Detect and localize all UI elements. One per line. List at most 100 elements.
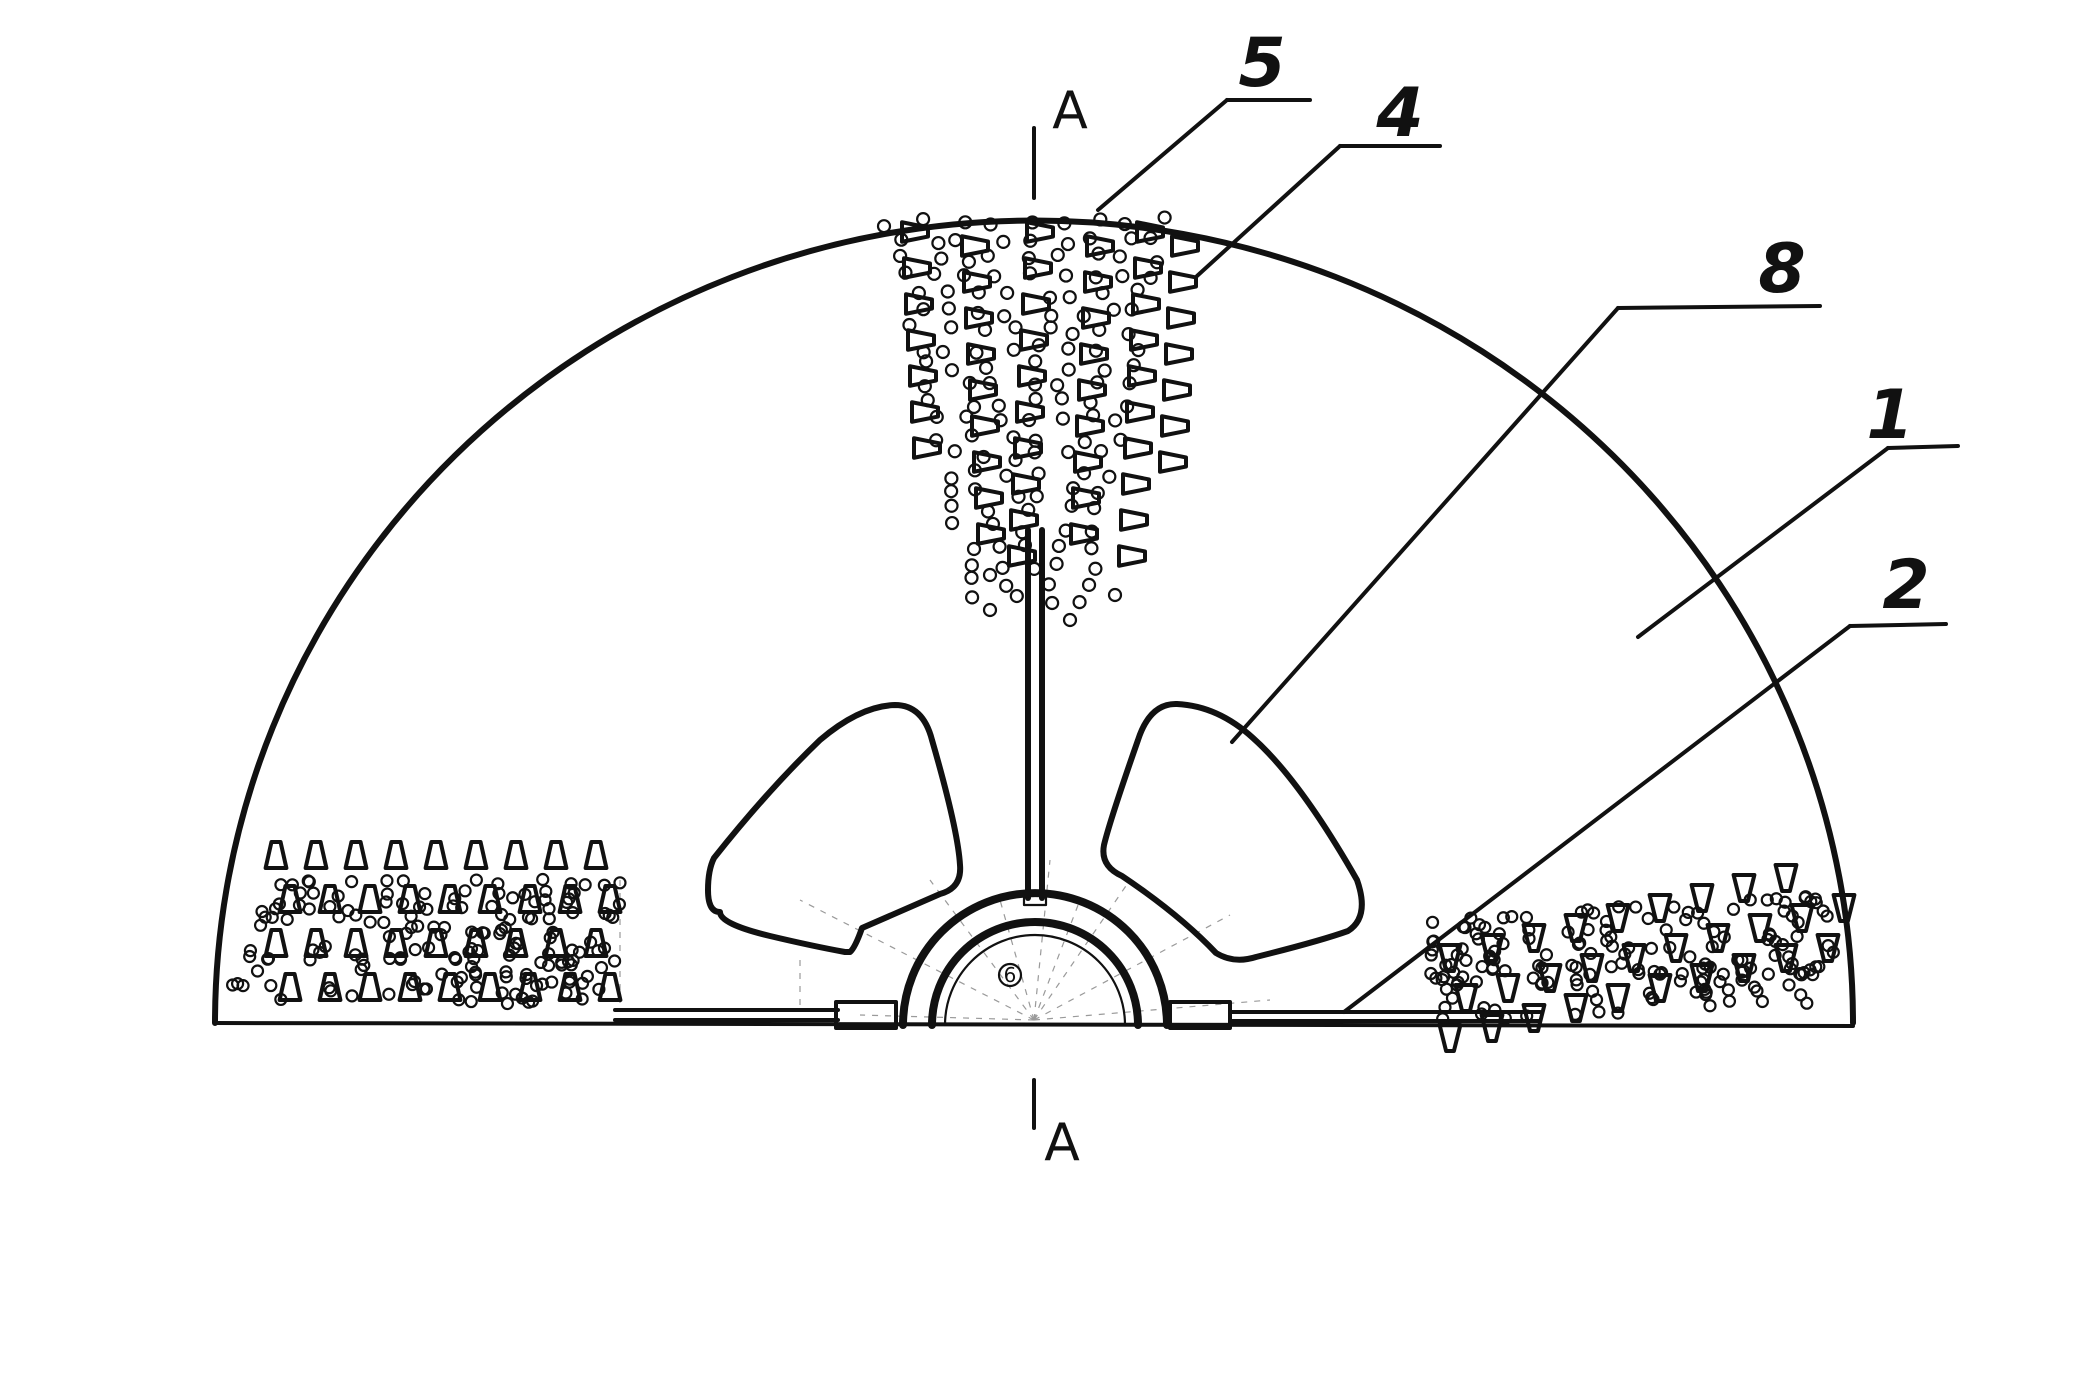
granule-icon — [1065, 326, 1080, 342]
cutter-insert-icon — [597, 884, 623, 914]
granule-icon — [1519, 910, 1534, 925]
granule-icon — [1061, 341, 1076, 356]
granule-icon — [1673, 974, 1688, 988]
granule-icon — [948, 233, 963, 248]
cutter-insert-icon — [1705, 923, 1731, 953]
cutter-insert-icon — [1168, 270, 1198, 294]
granule-icon — [964, 558, 979, 573]
cutter-insert-icon — [1579, 953, 1605, 983]
cutter-insert-icon — [1689, 963, 1715, 993]
granule-icon — [876, 219, 892, 234]
granule-icon — [1021, 250, 1036, 266]
section-label-bottom: A — [1044, 1113, 1080, 1173]
granule-icon — [1592, 1005, 1606, 1019]
cutter-insert-icon — [1085, 234, 1115, 258]
cutter-insert-icon — [303, 928, 329, 958]
cutter-insert-icon — [1011, 472, 1041, 496]
granule-icon — [302, 902, 316, 916]
cutter-insert-icon — [1121, 472, 1151, 496]
cutter-insert-icon — [1135, 220, 1165, 244]
granule-icon — [499, 965, 513, 979]
leader-line-5 — [1096, 98, 1229, 212]
numeral-8: 8 — [1758, 230, 1805, 309]
granule-icon — [1027, 561, 1042, 576]
granule-icon — [983, 217, 998, 232]
cutter-insert-icon — [1071, 486, 1101, 510]
granule-icon — [1654, 966, 1669, 980]
granule-icon — [1820, 909, 1834, 923]
granule-icon — [1057, 216, 1072, 231]
cutter-insert-icon — [964, 306, 994, 330]
granule-icon — [1102, 469, 1117, 484]
granule-icon — [1029, 489, 1044, 504]
leader-line-8 — [1230, 306, 1620, 744]
cutter-insert-icon — [1131, 292, 1161, 316]
granule-icon — [944, 363, 960, 378]
granule-icon — [1760, 893, 1774, 907]
granule-icon — [561, 954, 576, 969]
cutter-insert-icon — [1077, 378, 1107, 402]
cutter-insert-icon — [1025, 220, 1055, 244]
granule-icon — [418, 887, 432, 901]
granule-icon — [1438, 1000, 1452, 1014]
granule-icon — [264, 978, 278, 993]
granule-icon — [243, 949, 257, 964]
hub-middle-ring — [928, 918, 1142, 1029]
granule-icon — [1721, 983, 1735, 997]
granule-icon — [1629, 900, 1643, 914]
cutter-insert-icon — [1075, 414, 1105, 438]
granule-icon — [564, 877, 578, 891]
granule-icon — [1812, 960, 1826, 974]
cutter-insert-icon — [1073, 450, 1103, 474]
cutter-insert-icon — [1083, 270, 1113, 294]
granule-icon — [363, 915, 377, 929]
top-cluster — [876, 210, 1200, 628]
granule-icon — [448, 951, 462, 965]
granule-icon — [982, 602, 998, 618]
cutter-insert-icon — [437, 972, 463, 1002]
granule-icon — [1644, 941, 1659, 955]
granule-icon — [1061, 444, 1076, 460]
cutter-insert-icon — [1009, 508, 1039, 532]
granule-icon — [380, 874, 394, 888]
cutter-insert-icon — [503, 840, 529, 870]
granule-icon — [506, 891, 520, 905]
granule-icon — [324, 984, 338, 998]
cutter-insert-icon — [557, 884, 583, 914]
granule-icon — [555, 958, 569, 972]
cutter-insert-icon — [1119, 508, 1149, 532]
granule-icon — [1088, 561, 1103, 576]
cutter-insert-icon — [1007, 544, 1037, 568]
granule-icon — [999, 468, 1014, 483]
granule-icon — [917, 379, 932, 394]
granule-icon — [991, 398, 1006, 413]
granule-icon — [1716, 967, 1730, 981]
granule-icon — [420, 902, 434, 916]
cutter-insert-icon — [583, 928, 609, 958]
cutter-insert-icon — [910, 400, 940, 424]
construction-line — [999, 899, 1035, 1021]
granule-icon — [1041, 577, 1056, 592]
cutter-insert-icon — [517, 972, 543, 1002]
construction-line — [929, 879, 1035, 1021]
granule-icon — [250, 964, 265, 978]
cutter-insert-icon — [1621, 943, 1647, 973]
granule-icon — [306, 886, 321, 900]
granule-icon — [1077, 435, 1092, 450]
cutter-insert-icon — [1563, 993, 1589, 1023]
numeral-1: 1 — [1866, 376, 1913, 455]
cutter-insert-icon — [1023, 256, 1053, 280]
granule-icon — [349, 908, 363, 922]
cutter-insert-icon — [317, 884, 343, 914]
cutter-insert-icon — [972, 450, 1002, 474]
granule-icon — [1425, 915, 1440, 929]
granule-icon — [503, 912, 517, 927]
cutter-insert-icon — [1437, 943, 1463, 973]
cutter-insert-icon — [1162, 378, 1192, 402]
granule-icon — [536, 872, 550, 887]
granule-icon — [1713, 975, 1727, 989]
construction-lines — [619, 859, 1271, 1021]
left-clamp-block — [834, 1000, 898, 1030]
leader-line-1 — [1636, 446, 1890, 639]
granule-icon — [934, 251, 949, 266]
